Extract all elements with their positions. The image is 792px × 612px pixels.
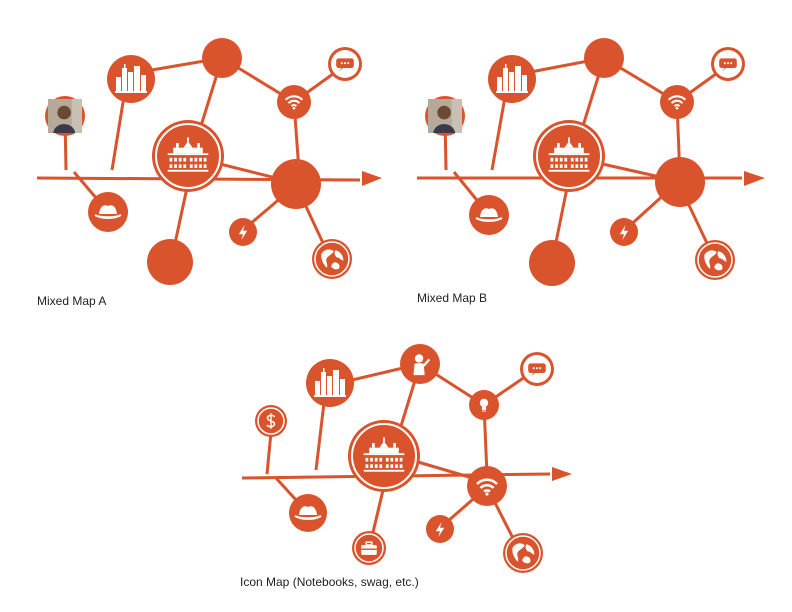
map-b-globe-icon [695,240,735,280]
map-a-hat-icon [88,192,128,232]
map-b-lightning-icon [610,218,638,246]
map-b-chat-bubble-icon [711,47,745,81]
map-c-caption: Icon Map (Notebooks, swag, etc.) [240,575,419,589]
map-b-photo-woman [529,240,575,286]
map-c-city-skyline-icon [306,359,354,407]
map-b-city-skyline-icon [488,55,536,103]
map-c-person-icon [400,344,440,384]
map-c-arrowhead [552,467,572,481]
map-c-campus-building-icon [348,420,420,492]
map-b-photo-curly [584,38,624,78]
map-c-hat-icon [289,494,327,532]
map-a-chat-bubble-icon [328,47,362,81]
map-b-wifi-icon [660,85,694,119]
map-c-lightbulb-icon [469,390,499,420]
map-c-briefcase-icon [352,531,386,565]
map-a-lightning-icon [229,218,257,246]
map-a-photo-person [45,96,85,136]
map-a-photo-building [271,159,321,209]
map-b-hat-icon [469,195,509,235]
map-a-city-skyline-icon [107,55,155,103]
map-a-photo-woman [147,239,193,285]
map-c-wifi-icon [467,466,507,506]
map-c-globe-icon [503,533,543,573]
map-c-dollar-icon [255,405,287,437]
map-b-caption: Mixed Map B [417,291,488,305]
map-b-campus-building-icon [533,120,605,192]
map-a-photo-curly [202,38,242,78]
map-c-lightning-icon [426,515,454,543]
map-b-arrowhead [744,171,765,186]
map-a-globe-icon [312,239,352,279]
map-b-photo-person [425,96,465,136]
map-a-campus-building-icon [152,120,224,192]
map-c-chat-bubble-icon [520,352,554,386]
map-a-wifi-icon [277,85,311,119]
map-a-arrowhead [362,171,382,186]
map-a-caption: Mixed Map A [37,294,107,308]
map-b-photo-arch [655,157,705,207]
